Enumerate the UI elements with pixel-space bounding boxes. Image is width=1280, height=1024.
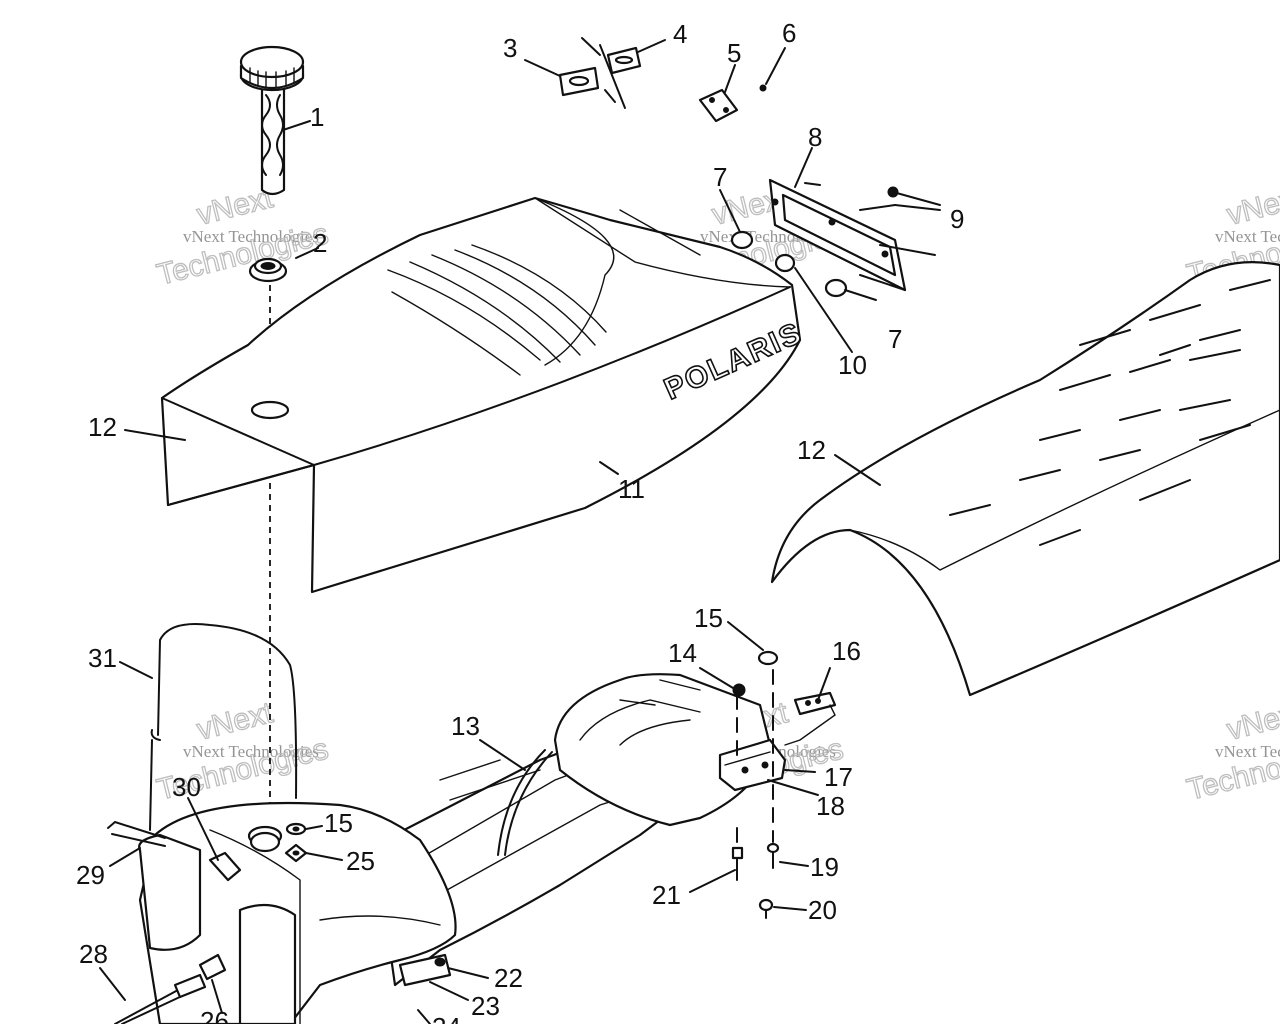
svg-text:vNext: vNext — [1224, 181, 1280, 232]
callout-3: 3 — [503, 33, 517, 63]
callout-24: 24 — [432, 1012, 461, 1024]
leader-lines — [99, 39, 881, 1024]
grommet — [248, 257, 288, 283]
callout-16: 16 — [832, 636, 861, 666]
callout-1: 1 — [310, 102, 324, 132]
callout-7-upper: 7 — [713, 162, 727, 192]
callout-10: 10 — [838, 350, 867, 380]
callout-7-lower: 7 — [888, 324, 902, 354]
clip-parts — [558, 37, 767, 123]
filler-cap-dipstick — [239, 45, 305, 196]
callout-12-right: 12 — [797, 435, 826, 465]
vent-line — [149, 623, 298, 831]
svg-text:vNext: vNext — [1224, 696, 1280, 747]
callout-5: 5 — [727, 38, 741, 68]
callout-2: 2 — [313, 228, 327, 258]
callout-20: 20 — [808, 895, 837, 925]
callout-19: 19 — [810, 852, 839, 882]
callout-23: 23 — [471, 991, 500, 1021]
tail-light-assembly — [730, 178, 941, 298]
callout-26: 26 — [200, 1006, 229, 1024]
svg-text:vNext Technologies: vNext Technologies — [1215, 742, 1280, 761]
callout-9: 9 — [950, 204, 964, 234]
callout-22: 22 — [494, 963, 523, 993]
watermark-1: vNext Technologies vNext Technologies — [153, 180, 332, 292]
svg-text:vNext Technologies: vNext Technologies — [183, 742, 319, 761]
callout-28: 28 — [79, 939, 108, 969]
callout-15-upper: 15 — [694, 603, 723, 633]
callout-15-lower: 15 — [324, 808, 353, 838]
callout-21: 21 — [652, 880, 681, 910]
seat-cover — [770, 261, 1280, 697]
callout-31: 31 — [88, 643, 117, 673]
callout-18: 18 — [816, 791, 845, 821]
callout-4: 4 — [673, 19, 687, 49]
callout-6: 6 — [782, 18, 796, 48]
callout-13: 13 — [451, 711, 480, 741]
watermark-6: vNext Technologies vNext Technologies — [1183, 695, 1280, 807]
callout-17: 17 — [824, 762, 853, 792]
callout-30: 30 — [172, 772, 201, 802]
callout-8: 8 — [808, 122, 822, 152]
callout-29: 29 — [76, 860, 105, 890]
callout-12-left: 12 — [88, 412, 117, 442]
callout-25: 25 — [346, 846, 375, 876]
fuel-line — [107, 820, 227, 1024]
callout-labels: 1 2 3 4 5 6 7 7 8 9 10 11 12 12 13 14 15… — [76, 18, 964, 1024]
callout-11: 11 — [618, 474, 645, 504]
svg-text:vNext Technologies: vNext Technologies — [183, 227, 319, 246]
callout-14: 14 — [668, 638, 697, 668]
svg-text:vNext: vNext — [194, 696, 277, 747]
svg-text:vNext Technologies: vNext Technologies — [1215, 227, 1280, 246]
